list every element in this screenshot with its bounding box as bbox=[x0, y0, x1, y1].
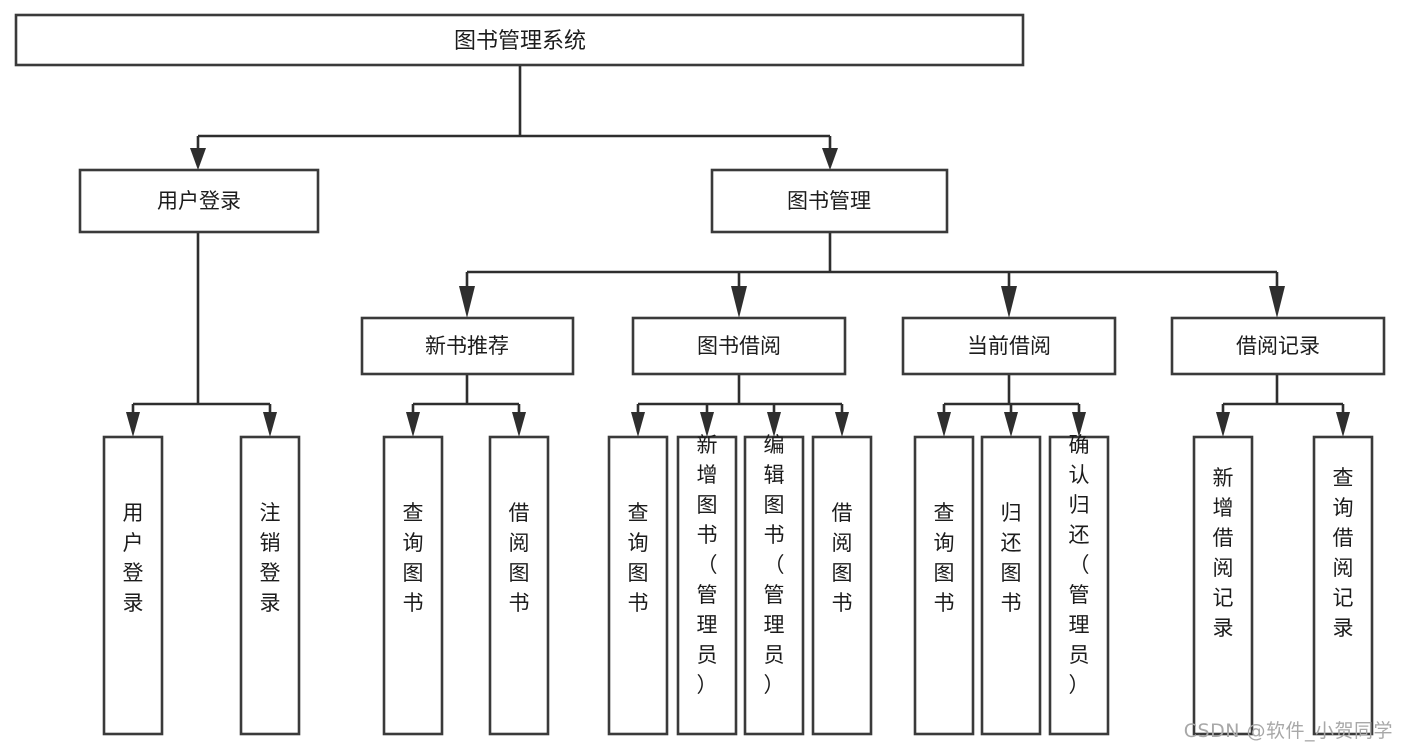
node-leaf-borrow-book-2-label: 借阅图书 bbox=[832, 501, 853, 615]
node-book-borrow-box[interactable] bbox=[631, 316, 847, 376]
node-book-management-label: 图书管理 bbox=[787, 189, 871, 213]
node-leaf-add-record-label: 新增借阅记录 bbox=[1213, 466, 1234, 640]
arrow-head-leaf-add-record bbox=[1216, 412, 1230, 437]
node-borrow-record-box[interactable] bbox=[1170, 316, 1386, 376]
node-book-management[interactable]: 图书管理 bbox=[710, 168, 949, 234]
node-leaf-confirm-return[interactable]: 确认归还（管理员） bbox=[1048, 433, 1110, 736]
node-book-borrow[interactable]: 图书借阅 bbox=[631, 316, 847, 376]
arrow-head-leaf-query-record bbox=[1336, 412, 1350, 437]
node-new-book-recommend[interactable]: 新书推荐 bbox=[360, 316, 575, 376]
node-leaf-user-logout-label: 注销登录 bbox=[260, 501, 281, 615]
node-leaf-add-book[interactable]: 新增图书（管理员） bbox=[676, 433, 738, 736]
node-leaf-return-book-label: 归还图书 bbox=[1001, 501, 1022, 615]
connector-layer bbox=[126, 65, 1350, 437]
node-leaf-borrow-book-2-box[interactable] bbox=[811, 435, 873, 736]
node-user-login-box[interactable] bbox=[78, 168, 320, 234]
node-leaf-query-record-box[interactable] bbox=[1312, 435, 1374, 736]
node-leaf-query-record[interactable]: 查询借阅记录 bbox=[1312, 435, 1374, 736]
node-leaf-borrow-book-2[interactable]: 借阅图书 bbox=[811, 435, 873, 736]
node-leaf-borrow-book-1-label: 借阅图书 bbox=[509, 501, 530, 615]
node-book-management-box[interactable] bbox=[710, 168, 949, 234]
arrow-head-leaf-confirm-return bbox=[1072, 412, 1086, 437]
node-leaf-user-login[interactable]: 用户登录 bbox=[102, 435, 164, 736]
arrow-head-user-login bbox=[190, 148, 206, 170]
arrow-head-leaf-query-book-1 bbox=[406, 412, 420, 437]
node-leaf-query-book-3-label: 查询图书 bbox=[934, 501, 955, 615]
node-current-borrow[interactable]: 当前借阅 bbox=[901, 316, 1117, 376]
arrow-head-leaf-query-book-2 bbox=[631, 412, 645, 437]
arrow-head-borrow-record bbox=[1269, 286, 1285, 318]
node-leaf-add-book-box[interactable] bbox=[676, 435, 738, 736]
node-leaf-query-book-1[interactable]: 查询图书 bbox=[382, 435, 444, 736]
arrow-head-current-borrow bbox=[1001, 286, 1017, 318]
node-new-book-recommend-label: 新书推荐 bbox=[425, 334, 509, 358]
node-borrow-record[interactable]: 借阅记录 bbox=[1170, 316, 1386, 376]
node-leaf-borrow-book-1[interactable]: 借阅图书 bbox=[488, 435, 550, 736]
node-leaf-confirm-return-box[interactable] bbox=[1048, 435, 1110, 736]
node-leaf-user-login-box[interactable] bbox=[102, 435, 164, 736]
node-leaf-query-book-2[interactable]: 查询图书 bbox=[607, 435, 669, 736]
node-leaf-user-logout[interactable]: 注销登录 bbox=[239, 435, 301, 736]
arrow-head-leaf-edit-book bbox=[767, 412, 781, 437]
arrow-head-leaf-add-book bbox=[700, 412, 714, 437]
arrow-head-leaf-borrow-book-1 bbox=[512, 412, 526, 437]
arrow-head-leaf-user-login bbox=[126, 412, 140, 437]
arrow-head-leaf-borrow-book-2 bbox=[835, 412, 849, 437]
node-leaf-return-book-box[interactable] bbox=[980, 435, 1042, 736]
node-book-borrow-label: 图书借阅 bbox=[697, 334, 781, 358]
node-leaf-borrow-book-1-box[interactable] bbox=[488, 435, 550, 736]
arrow-head-leaf-query-book-3 bbox=[937, 412, 951, 437]
node-leaf-confirm-return-label: 确认归还（管理员） bbox=[1069, 433, 1090, 697]
node-leaf-edit-book[interactable]: 编辑图书（管理员） bbox=[743, 433, 805, 736]
node-new-book-recommend-box[interactable] bbox=[360, 316, 575, 376]
node-leaf-add-record-box[interactable] bbox=[1192, 435, 1254, 736]
node-leaf-query-book-2-box[interactable] bbox=[607, 435, 669, 736]
leaf-nodes-layer: 用户登录 注销登录 查询图书 借阅图书 查询图书 新增图书（管理员） bbox=[102, 433, 1374, 736]
node-user-login[interactable]: 用户登录 bbox=[78, 168, 320, 234]
node-leaf-return-book[interactable]: 归还图书 bbox=[980, 435, 1042, 736]
node-leaf-add-record[interactable]: 新增借阅记录 bbox=[1192, 435, 1254, 736]
node-leaf-edit-book-box[interactable] bbox=[743, 435, 805, 736]
arrow-head-leaf-return-book bbox=[1004, 412, 1018, 437]
arrow-head-leaf-user-logout bbox=[263, 412, 277, 437]
node-current-borrow-label: 当前借阅 bbox=[967, 334, 1051, 358]
node-current-borrow-box[interactable] bbox=[901, 316, 1117, 376]
node-borrow-record-label: 借阅记录 bbox=[1236, 334, 1320, 358]
arrow-head-new-book-recommend bbox=[459, 286, 475, 318]
node-leaf-query-book-2-label: 查询图书 bbox=[628, 501, 649, 615]
arrow-head-book-management bbox=[822, 148, 838, 170]
node-user-login-label: 用户登录 bbox=[157, 189, 241, 213]
node-leaf-user-logout-box[interactable] bbox=[239, 435, 301, 736]
arrow-head-book-borrow bbox=[731, 286, 747, 318]
node-root-box[interactable] bbox=[14, 13, 1025, 67]
node-leaf-user-login-label: 用户登录 bbox=[123, 501, 144, 615]
node-root-label: 图书管理系统 bbox=[454, 29, 586, 54]
node-leaf-edit-book-label: 编辑图书（管理员） bbox=[764, 433, 785, 697]
node-leaf-add-book-label: 新增图书（管理员） bbox=[697, 433, 718, 697]
node-leaf-query-book-1-box[interactable] bbox=[382, 435, 444, 736]
node-leaf-query-record-label: 查询借阅记录 bbox=[1333, 466, 1354, 640]
node-leaf-query-book-1-label: 查询图书 bbox=[403, 501, 424, 615]
node-root[interactable]: 图书管理系统 bbox=[14, 13, 1025, 67]
node-leaf-query-book-3-box[interactable] bbox=[913, 435, 975, 736]
node-leaf-query-book-3[interactable]: 查询图书 bbox=[913, 435, 975, 736]
